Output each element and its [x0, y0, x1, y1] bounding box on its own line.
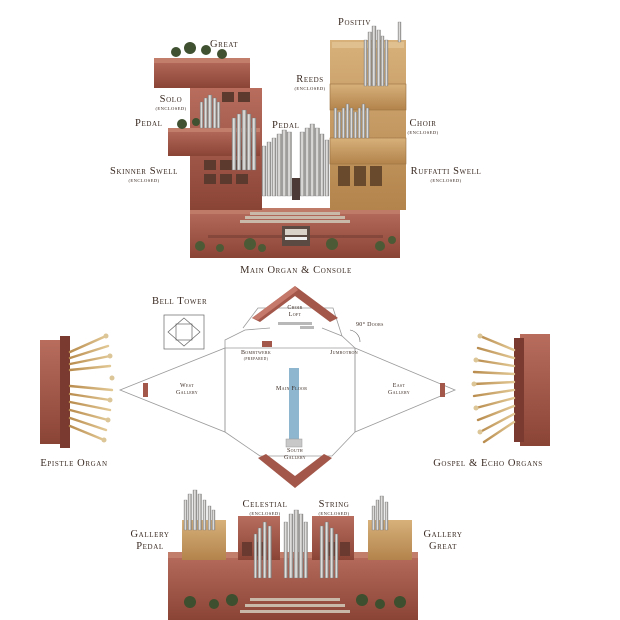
label-gallery-pedal: Gallery Pedal: [130, 529, 169, 553]
label-string-text: String: [318, 499, 350, 510]
label-great: Great: [210, 39, 239, 50]
choir-loft-steps: [278, 322, 314, 329]
caption-gospel-echo-organs: Gospel & Echo Organs: [433, 458, 543, 469]
label-ruffatti-swell-note: (enclosed): [430, 177, 462, 183]
label-main-floor: Main Floor: [276, 386, 308, 392]
label-string: String (enclosed): [318, 499, 350, 516]
east-gallery-marker: [440, 383, 445, 397]
south-gallery-roof: [258, 454, 332, 488]
label-solo: Solo (enclosed): [155, 94, 187, 111]
main-floor-outline: [224, 348, 356, 457]
choir-loft-roof: [252, 286, 338, 322]
caption-epistle-organ: Epistle Organ: [40, 458, 108, 469]
label-celestial-note: (enclosed): [249, 510, 281, 516]
label-gallery-pedal-line1: Gallery: [130, 529, 170, 540]
epistle-organ-illustration: [40, 333, 115, 448]
label-pedal-center: Pedal: [272, 120, 300, 131]
label-celestial: Celestial (enclosed): [242, 499, 288, 516]
label-doors: 90° Doors: [356, 322, 384, 328]
gallery-organ-illustration: [168, 489, 418, 620]
label-reeds-text: Reeds: [296, 74, 324, 85]
label-bombtwerk: Bombtwerk (prepared): [241, 350, 271, 361]
label-gallery-great: Gallery Great: [423, 529, 462, 553]
label-bombtwerk-note: (prepared): [243, 356, 269, 361]
label-south-gallery: South Gallery: [284, 448, 306, 461]
main-organ-illustration: [154, 21, 407, 258]
label-celestial-text: Celestial: [242, 499, 288, 510]
label-west-gallery: West Gallery: [176, 383, 198, 396]
label-bell-tower: Bell Tower: [152, 296, 208, 307]
label-solo-text: Solo: [159, 94, 183, 105]
label-choir: Choir (enclosed): [407, 118, 439, 135]
north-wall: [224, 327, 271, 348]
label-skinner-swell-text: Skinner Swell: [110, 166, 178, 177]
console-icon: [282, 226, 310, 246]
label-choir-loft: Choir Loft: [287, 305, 303, 318]
label-solo-note: (enclosed): [155, 105, 187, 111]
label-choir-text: Choir: [409, 118, 437, 129]
label-skinner-swell: Skinner Swell (enclosed): [110, 166, 178, 183]
floor-plan: [118, 307, 457, 457]
label-east-gallery: East Gallery: [388, 383, 410, 396]
label-ruffatti-swell-text: Ruffatti Swell: [410, 166, 482, 177]
label-skinner-swell-note: (enclosed): [128, 177, 160, 183]
label-reeds-note: (enclosed): [294, 85, 326, 91]
label-gallery-pedal-line2: Pedal: [136, 541, 164, 553]
bombtwerk-marker: [262, 341, 272, 347]
label-choir-note: (enclosed): [407, 129, 439, 135]
south-gallery-console: [285, 438, 303, 448]
label-jumbotron: Jumbotron: [330, 350, 358, 356]
north-east-wall: [321, 327, 356, 349]
label-ruffatti-swell: Ruffatti Swell (enclosed): [410, 166, 482, 183]
west-gallery-marker: [143, 383, 148, 397]
label-gallery-great-line2: Great: [428, 541, 458, 553]
gospel-organ-illustration: [471, 333, 550, 446]
label-positiv: Positiv: [338, 17, 371, 28]
main-floor-aisle: [289, 368, 299, 440]
caption-main-organ: Main Organ & Console: [240, 265, 352, 276]
label-bombtwerk-text: Bombtwerk: [241, 350, 272, 356]
label-pedal-left: Pedal: [135, 118, 163, 129]
label-reeds: Reeds (enclosed): [294, 74, 326, 91]
label-string-note: (enclosed): [318, 510, 350, 516]
bell-tower-icon: [163, 314, 205, 350]
label-gallery-great-line1: Gallery: [423, 529, 463, 540]
